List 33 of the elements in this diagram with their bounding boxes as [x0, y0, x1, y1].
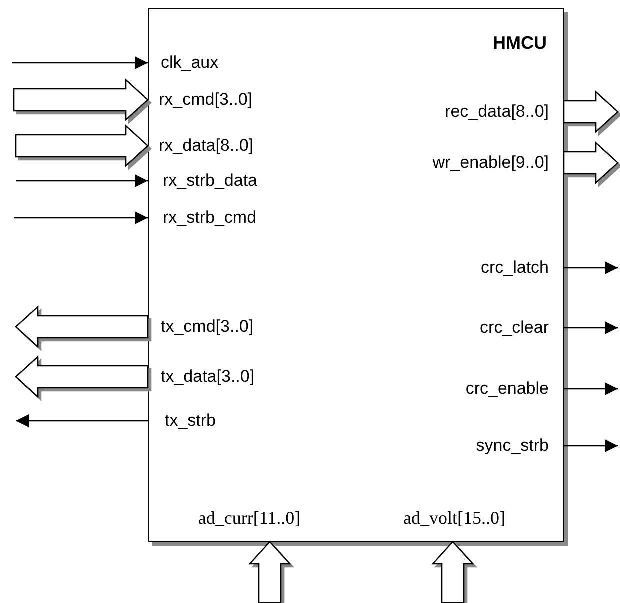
pin-label: wr_enable[9..0]: [432, 152, 563, 174]
module-name: HMCU: [493, 33, 547, 54]
pin-label: sync_strb: [476, 434, 563, 456]
pin-label: rx_strb_data: [149, 170, 258, 192]
bus-arrow: [15, 306, 149, 348]
bus-arrow: [563, 142, 619, 184]
pin-label: tx_strb: [149, 410, 216, 432]
signal-arrow: [16, 174, 148, 188]
pin-label: tx_cmd[3..0]: [149, 316, 254, 338]
bus-arrow: [432, 541, 474, 603]
bus-arrow: [15, 124, 149, 168]
bus-arrow: [248, 541, 292, 603]
pin-label: ad_curr[11..0]: [198, 507, 301, 541]
signal-arrow: [16, 414, 148, 428]
pin-label: tx_data[3..0]: [149, 366, 255, 388]
pin-label: rx_data[8..0]: [149, 134, 254, 156]
pin-label: rx_strb_cmd: [149, 206, 257, 228]
pin-label: rec_data[8..0]: [445, 100, 563, 122]
pin-label: clk_aux: [149, 52, 219, 74]
signal-arrow: [564, 382, 618, 396]
bus-arrow: [13, 78, 149, 122]
pin-label: crc_enable: [466, 378, 563, 400]
pin-label: crc_clear: [480, 316, 563, 338]
signal-arrow: [564, 322, 618, 334]
signal-arrow: [14, 212, 148, 224]
bus-arrow: [563, 90, 619, 134]
pin-label: ad_volt[15..0]: [404, 507, 506, 541]
bus-arrow: [15, 356, 149, 398]
pin-label: crc_latch: [480, 256, 563, 278]
signal-arrow: [564, 440, 618, 452]
pin-label: rx_cmd[3..0]: [149, 88, 253, 110]
signal-arrow: [564, 262, 618, 274]
signal-arrow: [12, 56, 148, 70]
